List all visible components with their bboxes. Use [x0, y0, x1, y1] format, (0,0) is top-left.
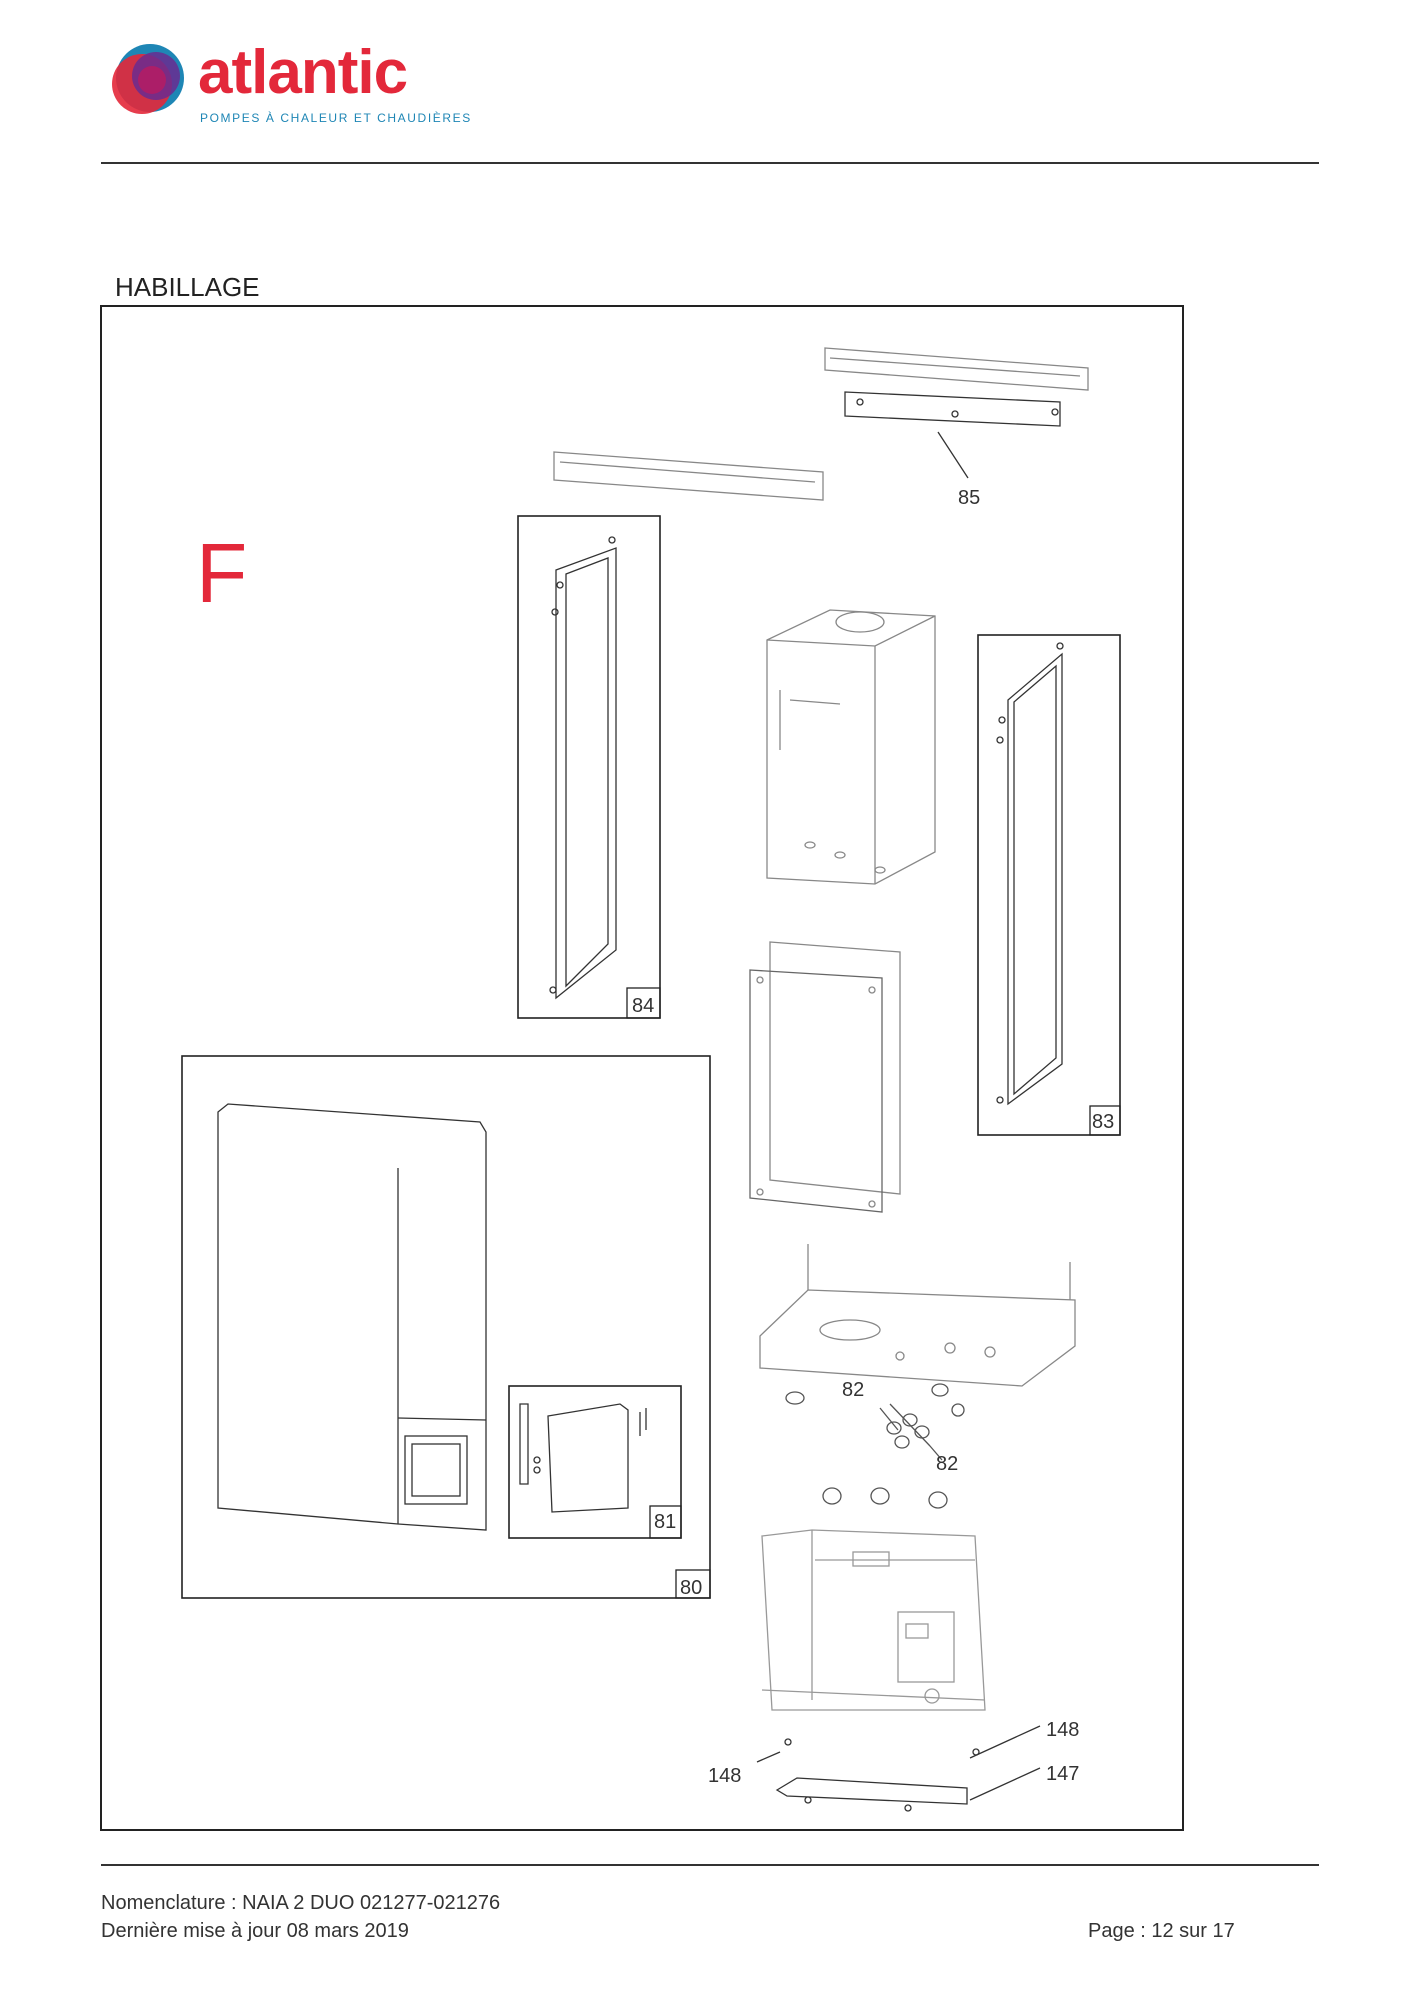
- chassis-base: [759, 1244, 1076, 1387]
- part-label-82a: 82: [842, 1379, 864, 1401]
- section-title: HABILLAGE: [115, 272, 260, 302]
- side-panel-83: [996, 642, 1064, 1106]
- lower-rail: [553, 451, 824, 501]
- front-cover-80: [217, 1103, 487, 1531]
- part-label-82b: 82: [936, 1453, 958, 1475]
- part-label-147: 147: [1046, 1763, 1079, 1785]
- header-divider: [101, 162, 1319, 164]
- page-number: Page : 12 sur 17: [1088, 1920, 1235, 1942]
- side-panel-84: [549, 536, 617, 1000]
- part-label-84: 84: [632, 995, 654, 1017]
- part-label-85: 85: [958, 487, 980, 509]
- footer-divider: [101, 1864, 1319, 1866]
- brand-name: atlantic: [198, 38, 408, 107]
- top-rail-back: [824, 347, 1089, 391]
- part-label-81: 81: [654, 1511, 676, 1533]
- footer-nomenclature: Nomenclature : NAIA 2 DUO 021277-021276: [101, 1892, 501, 1914]
- display-door-81: [519, 1403, 647, 1513]
- part-label-83: 83: [1092, 1111, 1114, 1133]
- fittings-82: [785, 1383, 965, 1509]
- group-letter: F: [196, 526, 247, 620]
- part-label-148a: 148: [1046, 1719, 1079, 1741]
- part-label-148b: 148: [708, 1765, 741, 1787]
- bottom-bar-147: [775, 1738, 980, 1812]
- boiler-casing: [766, 609, 936, 885]
- brand-tagline: POMPES À CHALEUR ET CHAUDIÈRES: [200, 111, 472, 125]
- top-rail-85: [844, 391, 1061, 427]
- atlantic-logo-icon: [112, 44, 184, 114]
- part-label-80: 80: [680, 1577, 702, 1599]
- footer-last-update: Dernière mise à jour 08 mars 2019: [101, 1920, 409, 1942]
- inner-front-panel: [749, 941, 901, 1213]
- control-box: [761, 1529, 986, 1711]
